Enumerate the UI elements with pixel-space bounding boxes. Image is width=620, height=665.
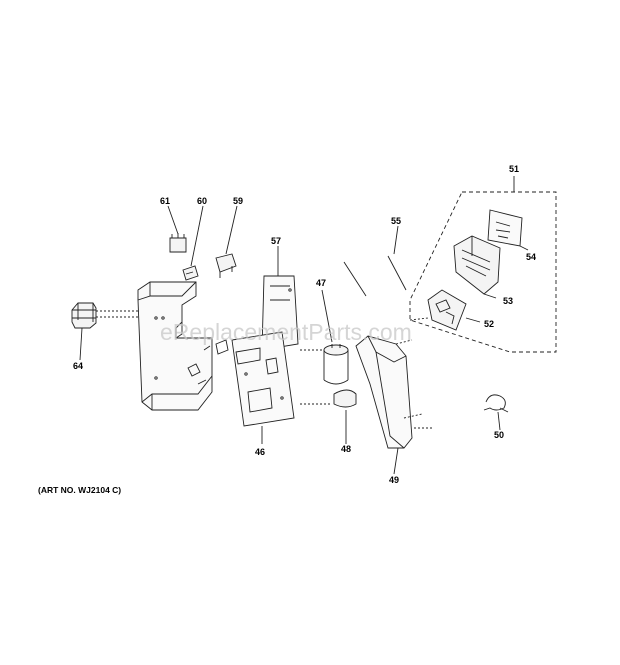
- label-50: 50: [494, 430, 504, 440]
- part-50-wire-tie[interactable]: [483, 394, 509, 413]
- leader-64: [79, 327, 83, 361]
- label-64: 64: [73, 361, 83, 371]
- leader-59: [225, 205, 238, 255]
- part-57-cover[interactable]: [261, 275, 299, 351]
- label-61: 61: [160, 196, 170, 206]
- part-46-control-bracket[interactable]: [215, 331, 295, 427]
- label-55: 55: [391, 216, 401, 226]
- label-54: 54: [526, 252, 536, 262]
- leader-52: [465, 317, 481, 323]
- label-53: 53: [503, 296, 513, 306]
- label-52: 52: [484, 319, 494, 329]
- leader-61: [167, 205, 179, 235]
- label-60: 60: [197, 196, 207, 206]
- label-59: 59: [233, 196, 243, 206]
- label-48: 48: [341, 444, 351, 454]
- label-51: 51: [509, 164, 519, 174]
- leader-55: [393, 225, 399, 255]
- part-54-label[interactable]: [487, 209, 523, 247]
- leader-50: [497, 411, 501, 431]
- label-47: 47: [316, 278, 326, 288]
- part-47-capacitor[interactable]: [300, 344, 349, 385]
- control-box-housing[interactable]: [137, 281, 213, 411]
- label-57: 57: [271, 236, 281, 246]
- leader-60: [190, 205, 204, 267]
- leader-54: [519, 245, 529, 251]
- part-64-terminal-block[interactable]: [71, 302, 140, 329]
- label-46: 46: [255, 447, 265, 457]
- leader-49: [393, 447, 399, 475]
- part-60-component[interactable]: [182, 265, 199, 281]
- part-61-relay[interactable]: [169, 233, 187, 253]
- part-51-assembly-outline: [409, 191, 557, 353]
- leader-47: [321, 289, 333, 343]
- part-49-panel[interactable]: [355, 335, 432, 449]
- watermark: eReplacementParts.com: [160, 319, 412, 345]
- part-48-strap[interactable]: [300, 389, 357, 408]
- label-49: 49: [389, 475, 399, 485]
- part-53-board-housing[interactable]: [453, 235, 501, 299]
- part-59-relay[interactable]: [215, 253, 237, 278]
- art-number: (ART NO. WJ2104 C): [38, 485, 122, 495]
- part-55-rod[interactable]: [343, 255, 407, 297]
- part-52-board[interactable]: [409, 289, 467, 331]
